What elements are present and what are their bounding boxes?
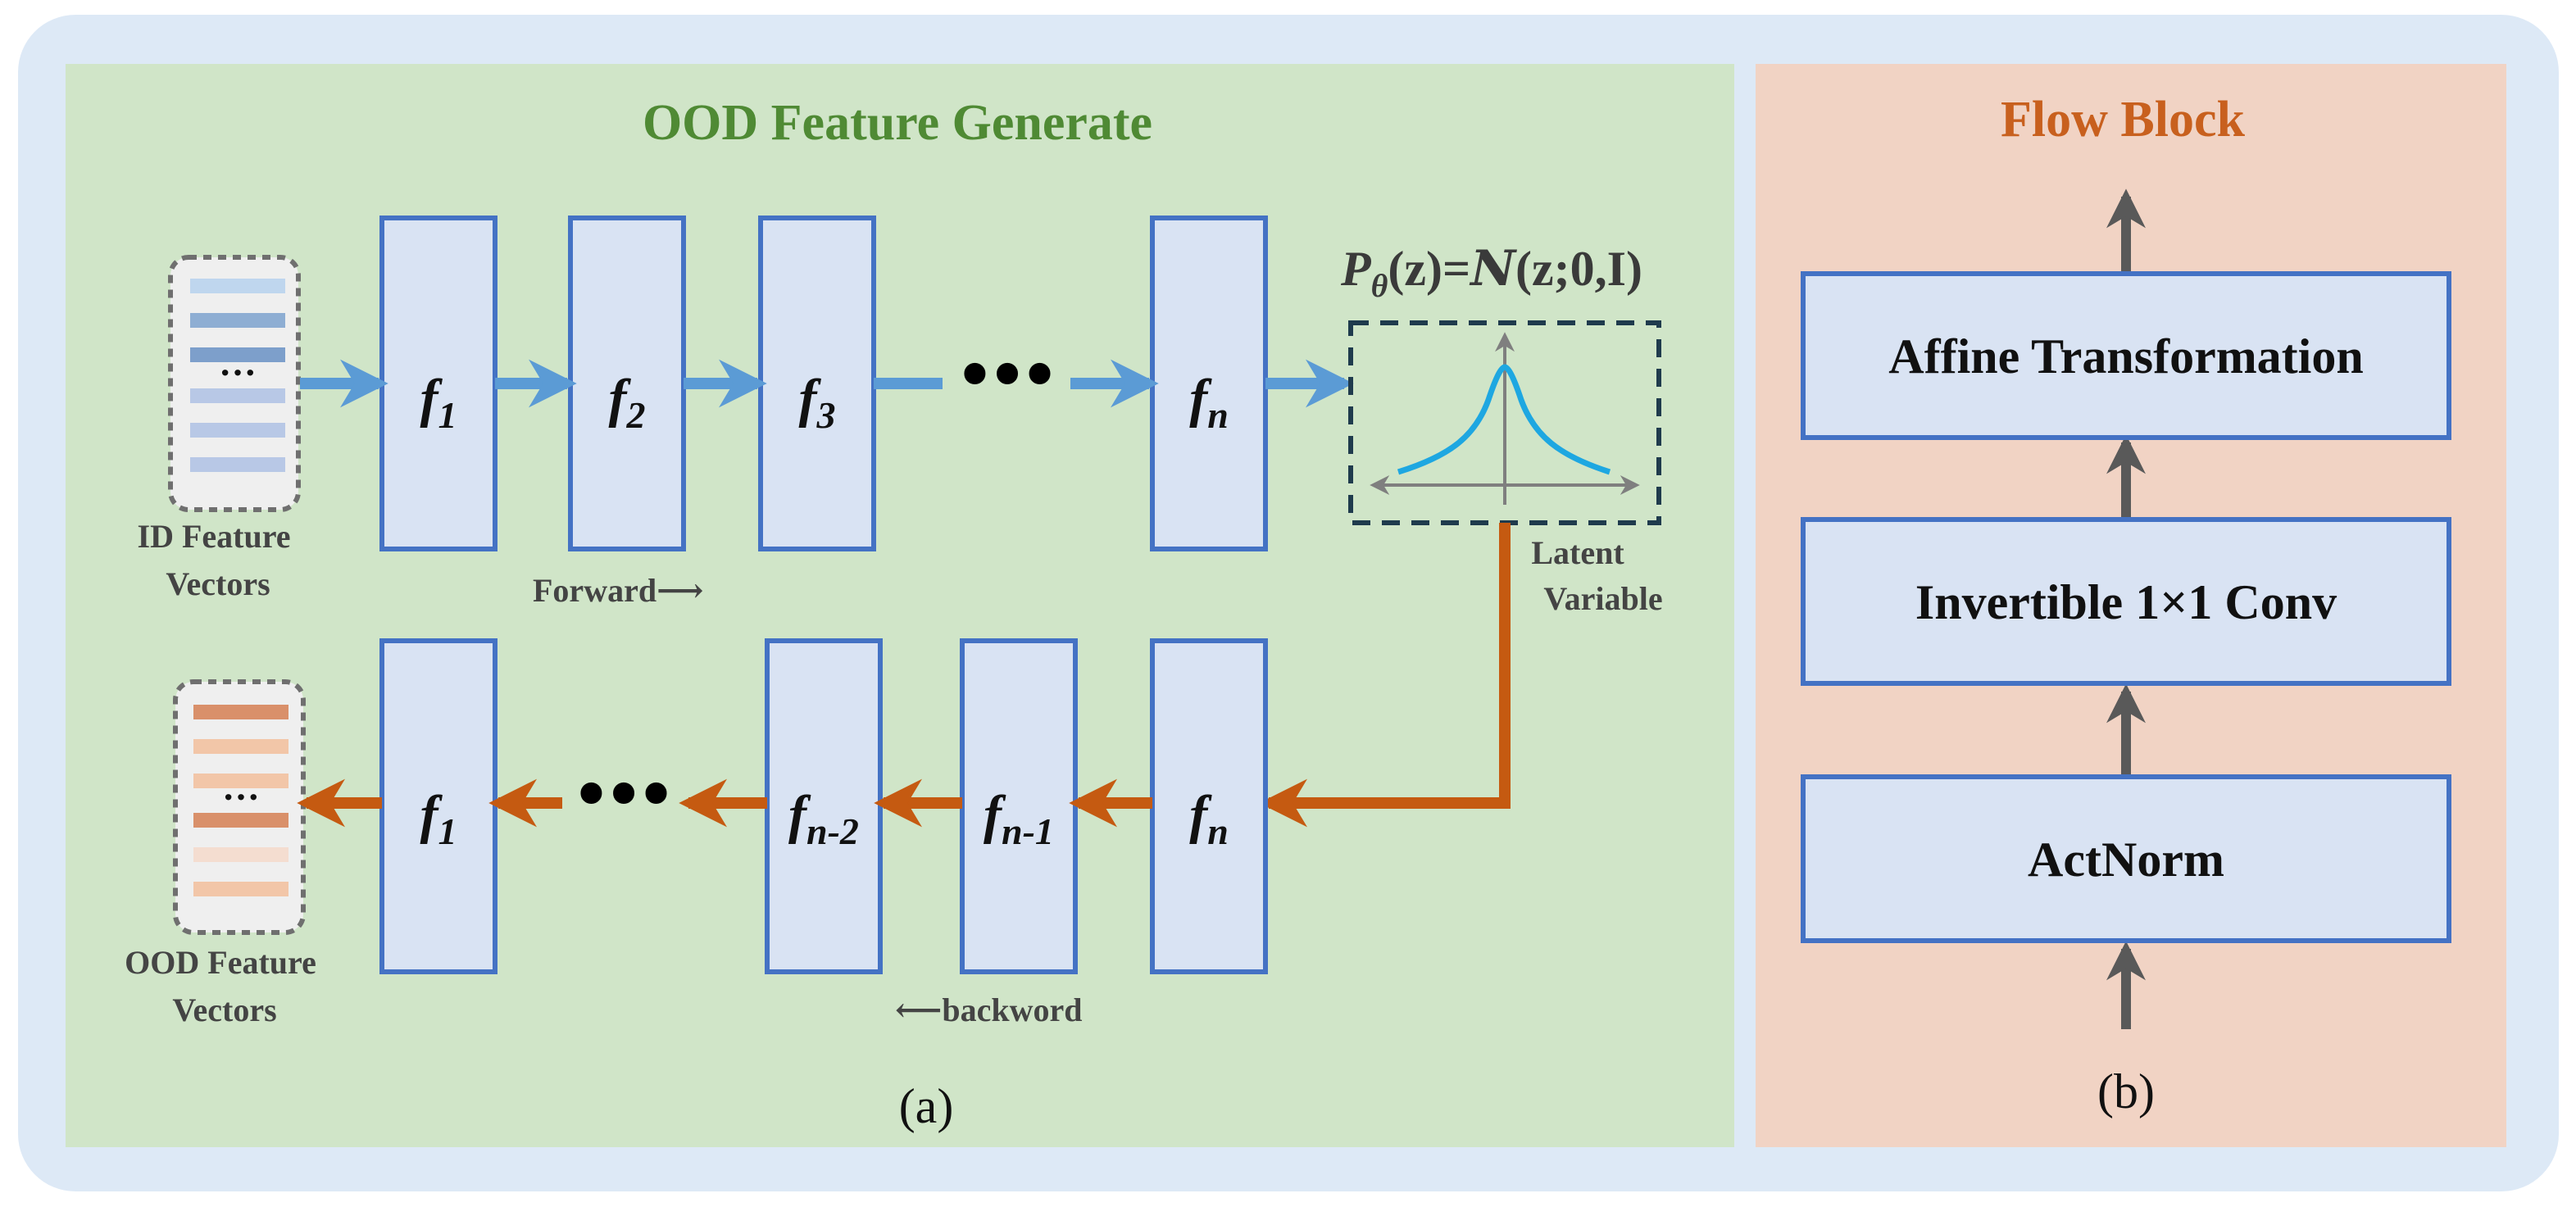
invertible-conv-block bbox=[1801, 517, 2451, 686]
backward-label-fn: fn bbox=[1189, 785, 1229, 852]
panel-b-title: Flow Block bbox=[2001, 92, 2245, 147]
backward-box-fn-1 bbox=[960, 638, 1078, 974]
backward-row: f1 fn-2 fn-1 fn bbox=[379, 638, 1268, 974]
svg-text:···: ··· bbox=[222, 776, 260, 818]
forward-box-fn bbox=[1150, 216, 1268, 551]
invertible-conv-label: Invertible 1×1 Conv bbox=[1915, 575, 2337, 629]
latent-to-backward-connector bbox=[1259, 523, 1511, 828]
backward-box-fn-2 bbox=[765, 638, 883, 974]
backward-label-fn-2: fn-2 bbox=[788, 785, 859, 852]
actnorm-block bbox=[1801, 774, 2451, 943]
panel-a-label: (a) bbox=[899, 1079, 954, 1133]
svg-text:···: ··· bbox=[219, 352, 257, 393]
forward-label-f1: f1 bbox=[420, 369, 457, 436]
ood-feature-vectors-stack: ··· bbox=[173, 679, 306, 935]
panel-a bbox=[66, 64, 1734, 1147]
forward-caption: Forward⟶ bbox=[533, 572, 703, 609]
backward-box-f1 bbox=[379, 638, 497, 974]
forward-box-f3 bbox=[758, 216, 876, 551]
prior-formula: Pθ(z)=N(z;0,I) bbox=[1340, 240, 1642, 304]
affine-transformation-label: Affine Transformation bbox=[1888, 329, 2363, 383]
forward-ellipsis: ••• bbox=[961, 329, 1059, 417]
backward-label-fn-1: fn-1 bbox=[984, 785, 1054, 852]
forward-label-fn: fn bbox=[1189, 369, 1229, 436]
forward-box-f1 bbox=[379, 216, 497, 551]
actnorm-label: ActNorm bbox=[2028, 833, 2224, 887]
latent-caption: Latent Variable bbox=[1531, 534, 1662, 617]
id-feature-caption: ID Feature Vectors bbox=[138, 518, 299, 602]
backward-caption: ⟵backword bbox=[895, 991, 1082, 1028]
panel-a-title: OOD Feature Generate bbox=[643, 95, 1152, 151]
backward-box-fn bbox=[1150, 638, 1268, 974]
panel-b-label: (b) bbox=[2097, 1064, 2155, 1118]
forward-box-f2 bbox=[568, 216, 686, 551]
backward-ellipsis: ••• bbox=[578, 749, 675, 837]
ood-feature-caption: OOD Feature Vectors bbox=[125, 944, 325, 1028]
id-feature-vectors-stack: ··· bbox=[168, 255, 301, 512]
affine-transformation-block bbox=[1801, 271, 2451, 440]
